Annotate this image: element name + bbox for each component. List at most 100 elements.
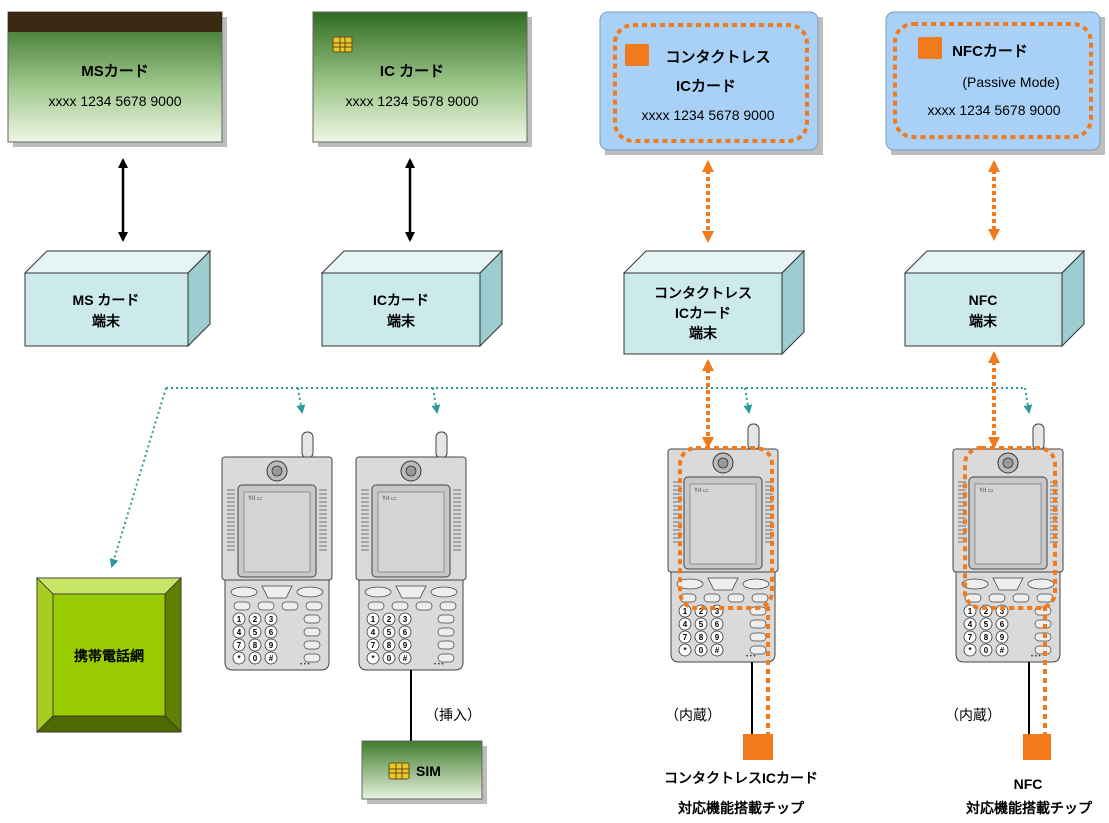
- phone-2-key-label: 5: [387, 628, 392, 637]
- terminal-ms-line1: MS カード: [73, 292, 140, 308]
- phone-1-side-key: [303, 640, 321, 650]
- phone-2-key: [366, 638, 380, 652]
- phone-3-key-label: 9: [715, 633, 720, 642]
- phone-2-key: [398, 638, 412, 652]
- card-nfc-subtitle: (Passive Mode): [962, 74, 1059, 90]
- phone-1-key: [264, 638, 278, 652]
- phone-1-key-label: 3: [269, 615, 274, 624]
- terminal-ic-line1: ICカード: [373, 292, 429, 308]
- terminal-ms: MS カード 端末: [23, 249, 212, 348]
- phone-1-side-key: [303, 614, 321, 624]
- phone-1-key-label: 5: [253, 628, 258, 637]
- phone-2-key: [366, 612, 380, 626]
- terminal-contactless-line3: 端末: [689, 325, 718, 341]
- phone-2-key-label: 8: [387, 641, 392, 650]
- phone-4-key-label: 4: [968, 620, 973, 629]
- phone-2-key-label: 3: [403, 615, 408, 624]
- phone-1-key: [232, 625, 246, 639]
- phone-1-key-label: 0: [253, 654, 258, 663]
- phone-2-key: [382, 625, 396, 639]
- phone-2-key: [382, 651, 396, 665]
- sim-chip-icon: [388, 762, 410, 780]
- card-ms-title: MSカード: [81, 63, 149, 80]
- card-ic-number: xxxx 1234 5678 9000: [345, 93, 478, 109]
- sim-label: SIM: [416, 763, 441, 779]
- phone-2-side-key: [437, 614, 455, 624]
- phone-4-note: （内蔵）: [945, 707, 1001, 723]
- phone-3-key-label: 6: [715, 620, 720, 629]
- terminal-contactless: コンタクトレス ICカード 端末: [622, 249, 806, 356]
- sim-insert-label: （挿入）: [425, 707, 481, 723]
- phone-3-antenna-outline: [678, 446, 774, 740]
- phone-2-key-label: *: [371, 654, 375, 663]
- terminal-ic-line2: 端末: [387, 313, 416, 329]
- phone-4-key-label: 7: [968, 633, 973, 642]
- phone-1-key: [232, 651, 246, 665]
- phone-2-key-label: 2: [387, 615, 392, 624]
- phone-4-key: [963, 643, 977, 657]
- phone-4-key: [979, 617, 993, 631]
- phone-3-chip-caption-1: コンタクトレスICカード: [664, 770, 818, 786]
- card-nfc: NFCカード (Passive Mode) xxxx 1234 5678 900…: [885, 11, 1105, 155]
- phone-3-key-label: *: [683, 646, 687, 655]
- phone-3-chip: [743, 734, 773, 760]
- card-nfc-title: NFCカード: [952, 43, 1028, 60]
- phone-2-key-label: 0: [387, 654, 392, 663]
- phone-2-key: [366, 625, 380, 639]
- phone-1-key: [248, 651, 262, 665]
- phone-4-key-label: *: [968, 646, 972, 655]
- phone-3-key: [694, 630, 708, 644]
- phone-1-key-label: 9: [269, 641, 274, 650]
- phone-1-key: [264, 612, 278, 626]
- phone-1-key: [232, 612, 246, 626]
- phone-4-key-label: 9: [1000, 633, 1005, 642]
- network-connections: [109, 387, 1033, 568]
- phone-4-key-label: 5: [984, 620, 989, 629]
- phone-4-key-label: 0: [984, 646, 989, 655]
- phone-3-key-label: 1: [683, 607, 688, 616]
- phone-2-key-label: #: [403, 654, 408, 663]
- phone-3-key-label: 5: [699, 620, 704, 629]
- phone-4-key-label: #: [1000, 646, 1005, 655]
- phone-4-key: [995, 604, 1009, 618]
- card-nfc-number: xxxx 1234 5678 9000: [927, 102, 1060, 118]
- terminal-nfc: NFC 端末: [903, 249, 1086, 348]
- phone-3-key-label: 0: [699, 646, 704, 655]
- phone-3-side-key: [749, 632, 767, 642]
- ic-chip-icon: [332, 36, 353, 53]
- phone-2-key-label: 6: [403, 628, 408, 637]
- network-label: 携帯電話網: [74, 648, 144, 664]
- phone-2-key: [382, 638, 396, 652]
- card-contactless-title2: ICカード: [676, 78, 736, 95]
- phone-4-key: [979, 643, 993, 657]
- terminal-nfc-line1: NFC: [969, 292, 998, 308]
- phone-2-key-label: 7: [371, 641, 376, 650]
- phone-1-key-label: 6: [269, 628, 274, 637]
- phone-2-key: [366, 651, 380, 665]
- phone-4-key-label: 2: [984, 607, 989, 616]
- phone-1-key: [264, 651, 278, 665]
- phone-3-key-label: 3: [715, 607, 720, 616]
- terminal-ms-line2: 端末: [92, 313, 121, 329]
- phone-2-side-key: [437, 627, 455, 637]
- card-ic-title: IC カード: [380, 63, 444, 80]
- card-ms-number: xxxx 1234 5678 9000: [48, 93, 181, 109]
- phone-2-key: [382, 612, 396, 626]
- card-ic: IC カード xxxx 1234 5678 9000: [312, 11, 532, 147]
- terminal-contactless-line1: コンタクトレス: [654, 285, 752, 301]
- phone-3-key: [710, 617, 724, 631]
- phone-2-side-key: [437, 653, 455, 663]
- antenna-chip-icon: [625, 44, 649, 66]
- phone-3-key-label: 7: [683, 633, 688, 642]
- phone-3-key-label: 4: [683, 620, 688, 629]
- phone-3-key: [710, 643, 724, 657]
- phone-2-key-label: 4: [371, 628, 376, 637]
- card-contactless-title: コンタクトレス: [665, 49, 770, 66]
- antenna-chip-icon: [918, 37, 942, 59]
- terminal-nfc-line2: 端末: [969, 313, 998, 329]
- phone-3-key: [678, 630, 692, 644]
- phone-1-side-key: [303, 627, 321, 637]
- phone-1-key-label: *: [237, 654, 241, 663]
